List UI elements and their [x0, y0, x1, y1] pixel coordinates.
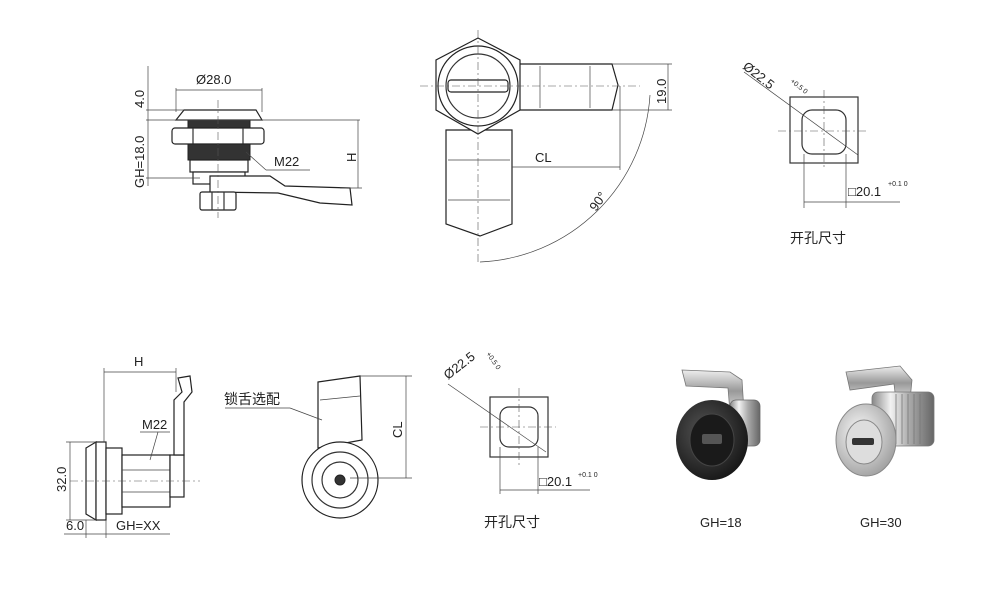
dim-thread-m22-bottom: M22 — [142, 417, 167, 432]
product-photo-gh18: GH=18 — [676, 369, 761, 530]
dim-6: 6.0 — [66, 518, 84, 533]
cutout-top-circle-dim: Ø22.5 — [740, 59, 777, 93]
panel-cutout-top: Ø22.5 +0.5 0 □20.1 +0.1 0 开孔尺寸 — [740, 59, 908, 246]
cutout-bottom-caption: 开孔尺寸 — [484, 514, 540, 530]
cutout-top-square-tol: +0.1 0 — [888, 181, 908, 188]
dim-gh-xx: GH=XX — [116, 518, 161, 533]
side-view-bottom: H M22 32.0 6.0 GH=XX — [54, 354, 200, 538]
dim-cl: CL — [535, 150, 552, 165]
dim-32: 32.0 — [54, 467, 69, 492]
photo-caption-gh18: GH=18 — [700, 515, 742, 530]
panel-cutout-bottom: Ø22.5 +0.5 0 □20.1 +0.1 0 开孔尺寸 — [441, 349, 598, 530]
dim-thread-m22: M22 — [274, 154, 299, 169]
cutout-top-circle-tol: +0.5 0 — [789, 78, 809, 96]
cutout-bottom-square-dim: □20.1 — [539, 474, 572, 489]
dim-gh-18: GH=18.0 — [132, 136, 147, 188]
dim-h: H — [344, 153, 359, 162]
dim-h-bottom: H — [134, 354, 143, 369]
dim-cl-bottom: CL — [390, 421, 405, 438]
side-view-top: Ø28.0 4.0 GH=18.0 M22 H — [132, 66, 362, 218]
cutout-top-square-dim: □20.1 — [848, 184, 881, 199]
cutout-top-caption: 开孔尺寸 — [790, 230, 846, 246]
front-view-bottom: 锁舌选配 CL — [224, 375, 412, 519]
photo-caption-gh30: GH=30 — [860, 515, 902, 530]
cutout-bottom-circle-tol: +0.5 0 — [484, 351, 501, 371]
label-tongue-optional: 锁舌选配 — [224, 391, 280, 407]
dim-flange-4: 4.0 — [132, 90, 147, 108]
cutout-bottom-circle-dim: Ø22.5 — [441, 349, 478, 383]
dim-angle-90: 90° — [586, 189, 610, 214]
cutout-bottom-square-tol: +0.1 0 — [578, 472, 598, 479]
dim-19: 19.0 — [654, 79, 669, 104]
product-photo-gh30: GH=30 — [835, 365, 935, 530]
front-view-top: 90° CL 19.0 — [420, 30, 672, 265]
dim-diameter-28: Ø28.0 — [196, 72, 231, 87]
